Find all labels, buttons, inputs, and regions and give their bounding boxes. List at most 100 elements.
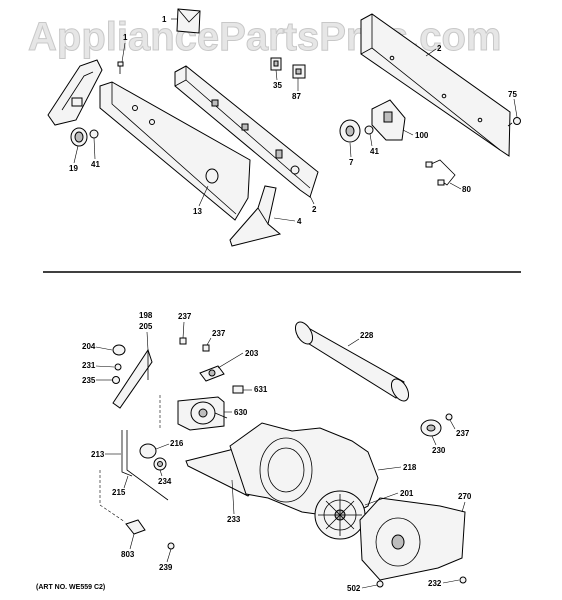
part-630-motor[interactable] — [177, 396, 228, 431]
part-1-screw[interactable] — [117, 61, 124, 74]
lower-callouts: 198 203 204 205 213 215 216 218 — [82, 311, 472, 593]
svg-text:237: 237 — [456, 429, 470, 438]
callout-75: 75 — [508, 90, 517, 118]
svg-text:204: 204 — [82, 342, 96, 351]
callout-232: 232 — [428, 579, 460, 588]
callout-234: 234 — [158, 469, 172, 486]
part-35-clip[interactable] — [270, 57, 282, 71]
part-234-pulley[interactable] — [153, 457, 167, 471]
part-803-clip[interactable] — [125, 519, 146, 535]
svg-text:270: 270 — [458, 492, 472, 501]
callout-237c: 237 — [449, 419, 470, 438]
part-213-idler-arm[interactable] — [121, 430, 169, 501]
callout-1b: 1 — [121, 33, 128, 63]
part-270-cover[interactable] — [359, 497, 466, 581]
part-235-nut[interactable] — [112, 376, 120, 384]
part-endcap-left[interactable] — [47, 59, 103, 126]
callout-230: 230 — [431, 435, 446, 455]
callout-216: 216 — [155, 439, 184, 450]
callout-205: 205 — [139, 322, 153, 351]
callout-235: 235 — [82, 376, 112, 385]
callout-41b: 41 — [369, 133, 379, 156]
part-232-screw[interactable] — [459, 576, 467, 584]
callout-239: 239 — [159, 548, 173, 572]
part-204-clip[interactable] — [112, 344, 126, 356]
svg-text:1: 1 — [162, 15, 167, 24]
callout-803: 803 — [121, 533, 135, 559]
part-230-thermostat[interactable] — [420, 419, 442, 437]
part-4-end-bracket[interactable] — [229, 185, 282, 247]
callout-270: 270 — [458, 492, 472, 513]
part-201-blower-wheel[interactable] — [314, 490, 366, 540]
svg-text:215: 215 — [112, 488, 126, 497]
part-631-switch[interactable] — [232, 385, 244, 394]
svg-text:205: 205 — [139, 322, 153, 331]
svg-text:41: 41 — [91, 160, 100, 169]
callout-237b: 237 — [206, 329, 226, 346]
svg-text:239: 239 — [159, 563, 173, 572]
svg-text:237: 237 — [178, 312, 192, 321]
part-100-switch[interactable] — [371, 99, 406, 141]
svg-text:233: 233 — [227, 515, 241, 524]
part-2-backsplash[interactable] — [360, 13, 511, 157]
part-231-bolt[interactable] — [114, 363, 122, 371]
svg-text:80: 80 — [462, 185, 471, 194]
part-80-harness[interactable] — [425, 159, 456, 186]
svg-text:75: 75 — [508, 90, 517, 99]
part-216-pulley[interactable] — [139, 443, 157, 459]
svg-text:213: 213 — [91, 450, 105, 459]
svg-text:1: 1 — [123, 33, 128, 42]
svg-text:502: 502 — [347, 584, 361, 593]
callout-231: 231 — [82, 361, 115, 370]
part-13-control-panel[interactable] — [99, 81, 251, 221]
part-41-clip-left[interactable] — [89, 129, 99, 139]
svg-text:230: 230 — [432, 446, 446, 455]
part-228-duct[interactable] — [292, 319, 412, 404]
svg-text:41: 41 — [370, 147, 379, 156]
part-87-clip[interactable] — [292, 64, 306, 79]
callout-213: 213 — [91, 450, 121, 459]
part-19-knob[interactable] — [70, 127, 88, 147]
part-75-screw[interactable] — [507, 117, 521, 127]
watermark: AppliancePartsPros.com — [28, 15, 502, 59]
callout-502: 502 — [347, 584, 378, 593]
part-237-pin-a[interactable] — [179, 337, 187, 345]
callout-218: 218 — [377, 463, 417, 472]
part-1-envelope[interactable] — [176, 8, 201, 34]
svg-text:100: 100 — [415, 131, 429, 140]
part-41-clip-right[interactable] — [364, 125, 374, 135]
callout-630: 630 — [224, 408, 248, 417]
svg-text:232: 232 — [428, 579, 442, 588]
callout-201: 201 — [364, 489, 414, 506]
callout-2b: 2 — [309, 195, 317, 214]
svg-text:631: 631 — [254, 385, 268, 394]
callout-2a: 2 — [425, 44, 442, 57]
svg-text:87: 87 — [292, 92, 301, 101]
part-7-knob[interactable] — [339, 119, 361, 143]
callout-631: 631 — [243, 385, 268, 394]
callout-204: 204 — [82, 342, 113, 351]
svg-text:203: 203 — [245, 349, 259, 358]
part-237-pin-c[interactable] — [445, 413, 453, 421]
part-239-screw[interactable] — [167, 542, 175, 550]
callout-100: 100 — [402, 129, 429, 140]
art-number: (ART NO. WE559 C2) — [36, 584, 105, 591]
svg-text:216: 216 — [170, 439, 184, 448]
part-2-console-bracket[interactable] — [174, 65, 319, 198]
svg-text:231: 231 — [82, 361, 96, 370]
svg-text:218: 218 — [403, 463, 417, 472]
part-237-pin-b[interactable] — [202, 344, 210, 352]
callout-237a: 237 — [178, 312, 192, 339]
callout-35: 35 — [273, 69, 282, 90]
svg-text:35: 35 — [273, 81, 282, 90]
svg-text:234: 234 — [158, 477, 172, 486]
callout-13: 13 — [193, 185, 209, 216]
callout-215: 215 — [112, 475, 129, 497]
svg-text:237: 237 — [212, 329, 226, 338]
svg-text:630: 630 — [234, 408, 248, 417]
part-203-clamp[interactable] — [199, 365, 225, 382]
callout-233: 233 — [227, 479, 241, 524]
part-502-screw[interactable] — [376, 580, 384, 588]
svg-text:2: 2 — [437, 44, 442, 53]
part-205-bracket[interactable] — [112, 348, 153, 409]
